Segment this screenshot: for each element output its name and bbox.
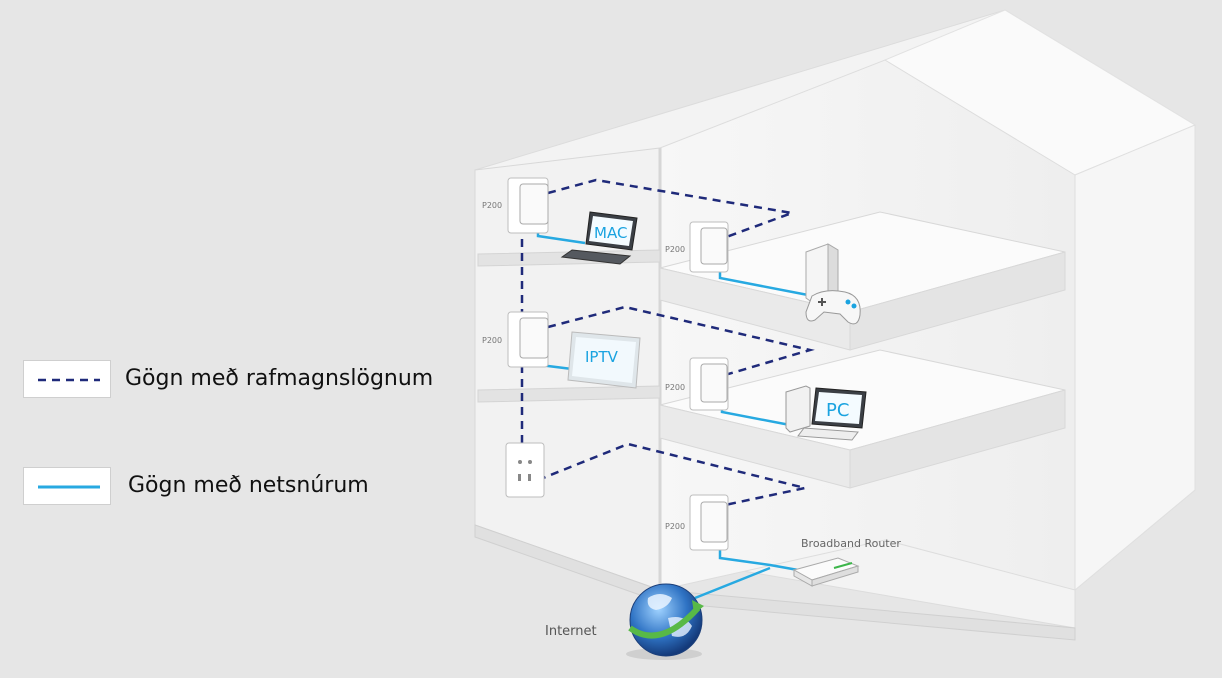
adapter-label: P200 bbox=[665, 522, 685, 531]
tv-icon: IPTV bbox=[567, 331, 641, 389]
iptv-label: IPTV bbox=[585, 348, 619, 366]
game-console-icon bbox=[805, 243, 839, 306]
adapter-bottom-right bbox=[689, 494, 729, 551]
wall-socket-icon bbox=[505, 442, 545, 498]
laptop-icon: MAC bbox=[560, 211, 638, 265]
adapter-top-left bbox=[507, 177, 549, 234]
internet-label: Internet bbox=[545, 624, 597, 639]
globe-icon bbox=[626, 583, 704, 660]
adapter-top-right bbox=[689, 221, 729, 273]
legend-powerline-swatch bbox=[23, 360, 111, 398]
router-icon bbox=[792, 557, 860, 587]
desktop-pc-icon: PC bbox=[785, 385, 867, 441]
adapter-label: P200 bbox=[482, 336, 502, 345]
adapter-label: P200 bbox=[665, 383, 685, 392]
mac-label: MAC bbox=[594, 224, 627, 242]
pc-label: PC bbox=[826, 400, 849, 421]
legend-ethernet-swatch bbox=[23, 467, 111, 505]
adapter-label: P200 bbox=[665, 245, 685, 254]
adapter-label: P200 bbox=[482, 201, 502, 210]
legend-ethernet-label: Gögn með netsnúrum bbox=[128, 473, 369, 498]
legend-powerline-label: Gögn með rafmagnslögnum bbox=[125, 366, 434, 391]
solid-line-icon bbox=[38, 485, 100, 489]
gamepad-icon bbox=[805, 290, 861, 325]
powerline-connections bbox=[520, 178, 815, 507]
adapter-mid-right bbox=[689, 357, 729, 411]
dashed-line-icon bbox=[38, 378, 100, 382]
router-label: Broadband Router bbox=[801, 537, 901, 550]
adapter-mid-left bbox=[507, 311, 549, 368]
